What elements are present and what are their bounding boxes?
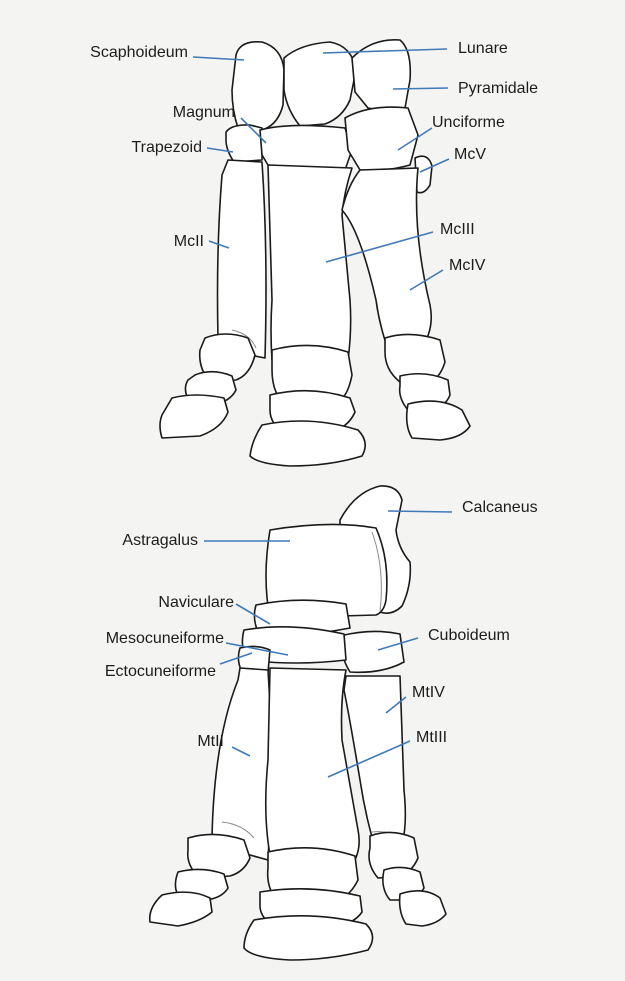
label-trapezoid: Trapezoid (131, 139, 202, 156)
label-cuboideum: Cuboideum (428, 627, 510, 644)
label-calcaneus: Calcaneus (462, 499, 538, 516)
unciforme-bone (345, 107, 418, 170)
cuboideum-bone (340, 631, 404, 672)
label-lunare: Lunare (458, 40, 508, 57)
mtii-bone (212, 668, 271, 860)
lunare-bone (284, 42, 356, 126)
label-astragalus: Astragalus (122, 532, 198, 549)
label-mtiii: MtIII (416, 729, 447, 746)
label-mtii: MtII (197, 733, 224, 750)
label-mciv: McIV (449, 257, 486, 274)
mtiv-hoof (400, 891, 446, 926)
leader-calcaneus (388, 511, 452, 512)
label-ectocuneiforme: Ectocuneiforme (105, 663, 216, 680)
label-pyramidale: Pyramidale (458, 80, 538, 97)
label-mciii: McIII (440, 221, 475, 238)
mcii-bone (218, 160, 267, 358)
hindlimb-drawing (150, 486, 446, 960)
scaphoideum-bone (232, 42, 284, 130)
mciii-bone (268, 165, 352, 360)
leader-pyramidale (393, 88, 448, 89)
label-scaphoideum: Scaphoideum (90, 44, 188, 61)
mcii-hoof (160, 395, 228, 438)
mciv-bone (342, 168, 431, 360)
mtii-hoof (150, 892, 212, 926)
label-mcii: McII (174, 233, 204, 250)
label-unciforme: Unciforme (432, 114, 505, 131)
mtiii-hoof (244, 916, 373, 960)
trapezoid-bone (226, 125, 262, 162)
mciv-hoof (407, 401, 470, 440)
magnum-bone (260, 125, 352, 170)
mciii-hoof (250, 421, 365, 466)
label-mtiv: MtIV (412, 684, 445, 701)
label-mesocuneiforme: Mesocuneiforme (106, 630, 224, 647)
label-magnum: Magnum (173, 104, 235, 121)
label-mcv: McV (454, 146, 486, 163)
label-naviculare: Naviculare (158, 594, 234, 611)
